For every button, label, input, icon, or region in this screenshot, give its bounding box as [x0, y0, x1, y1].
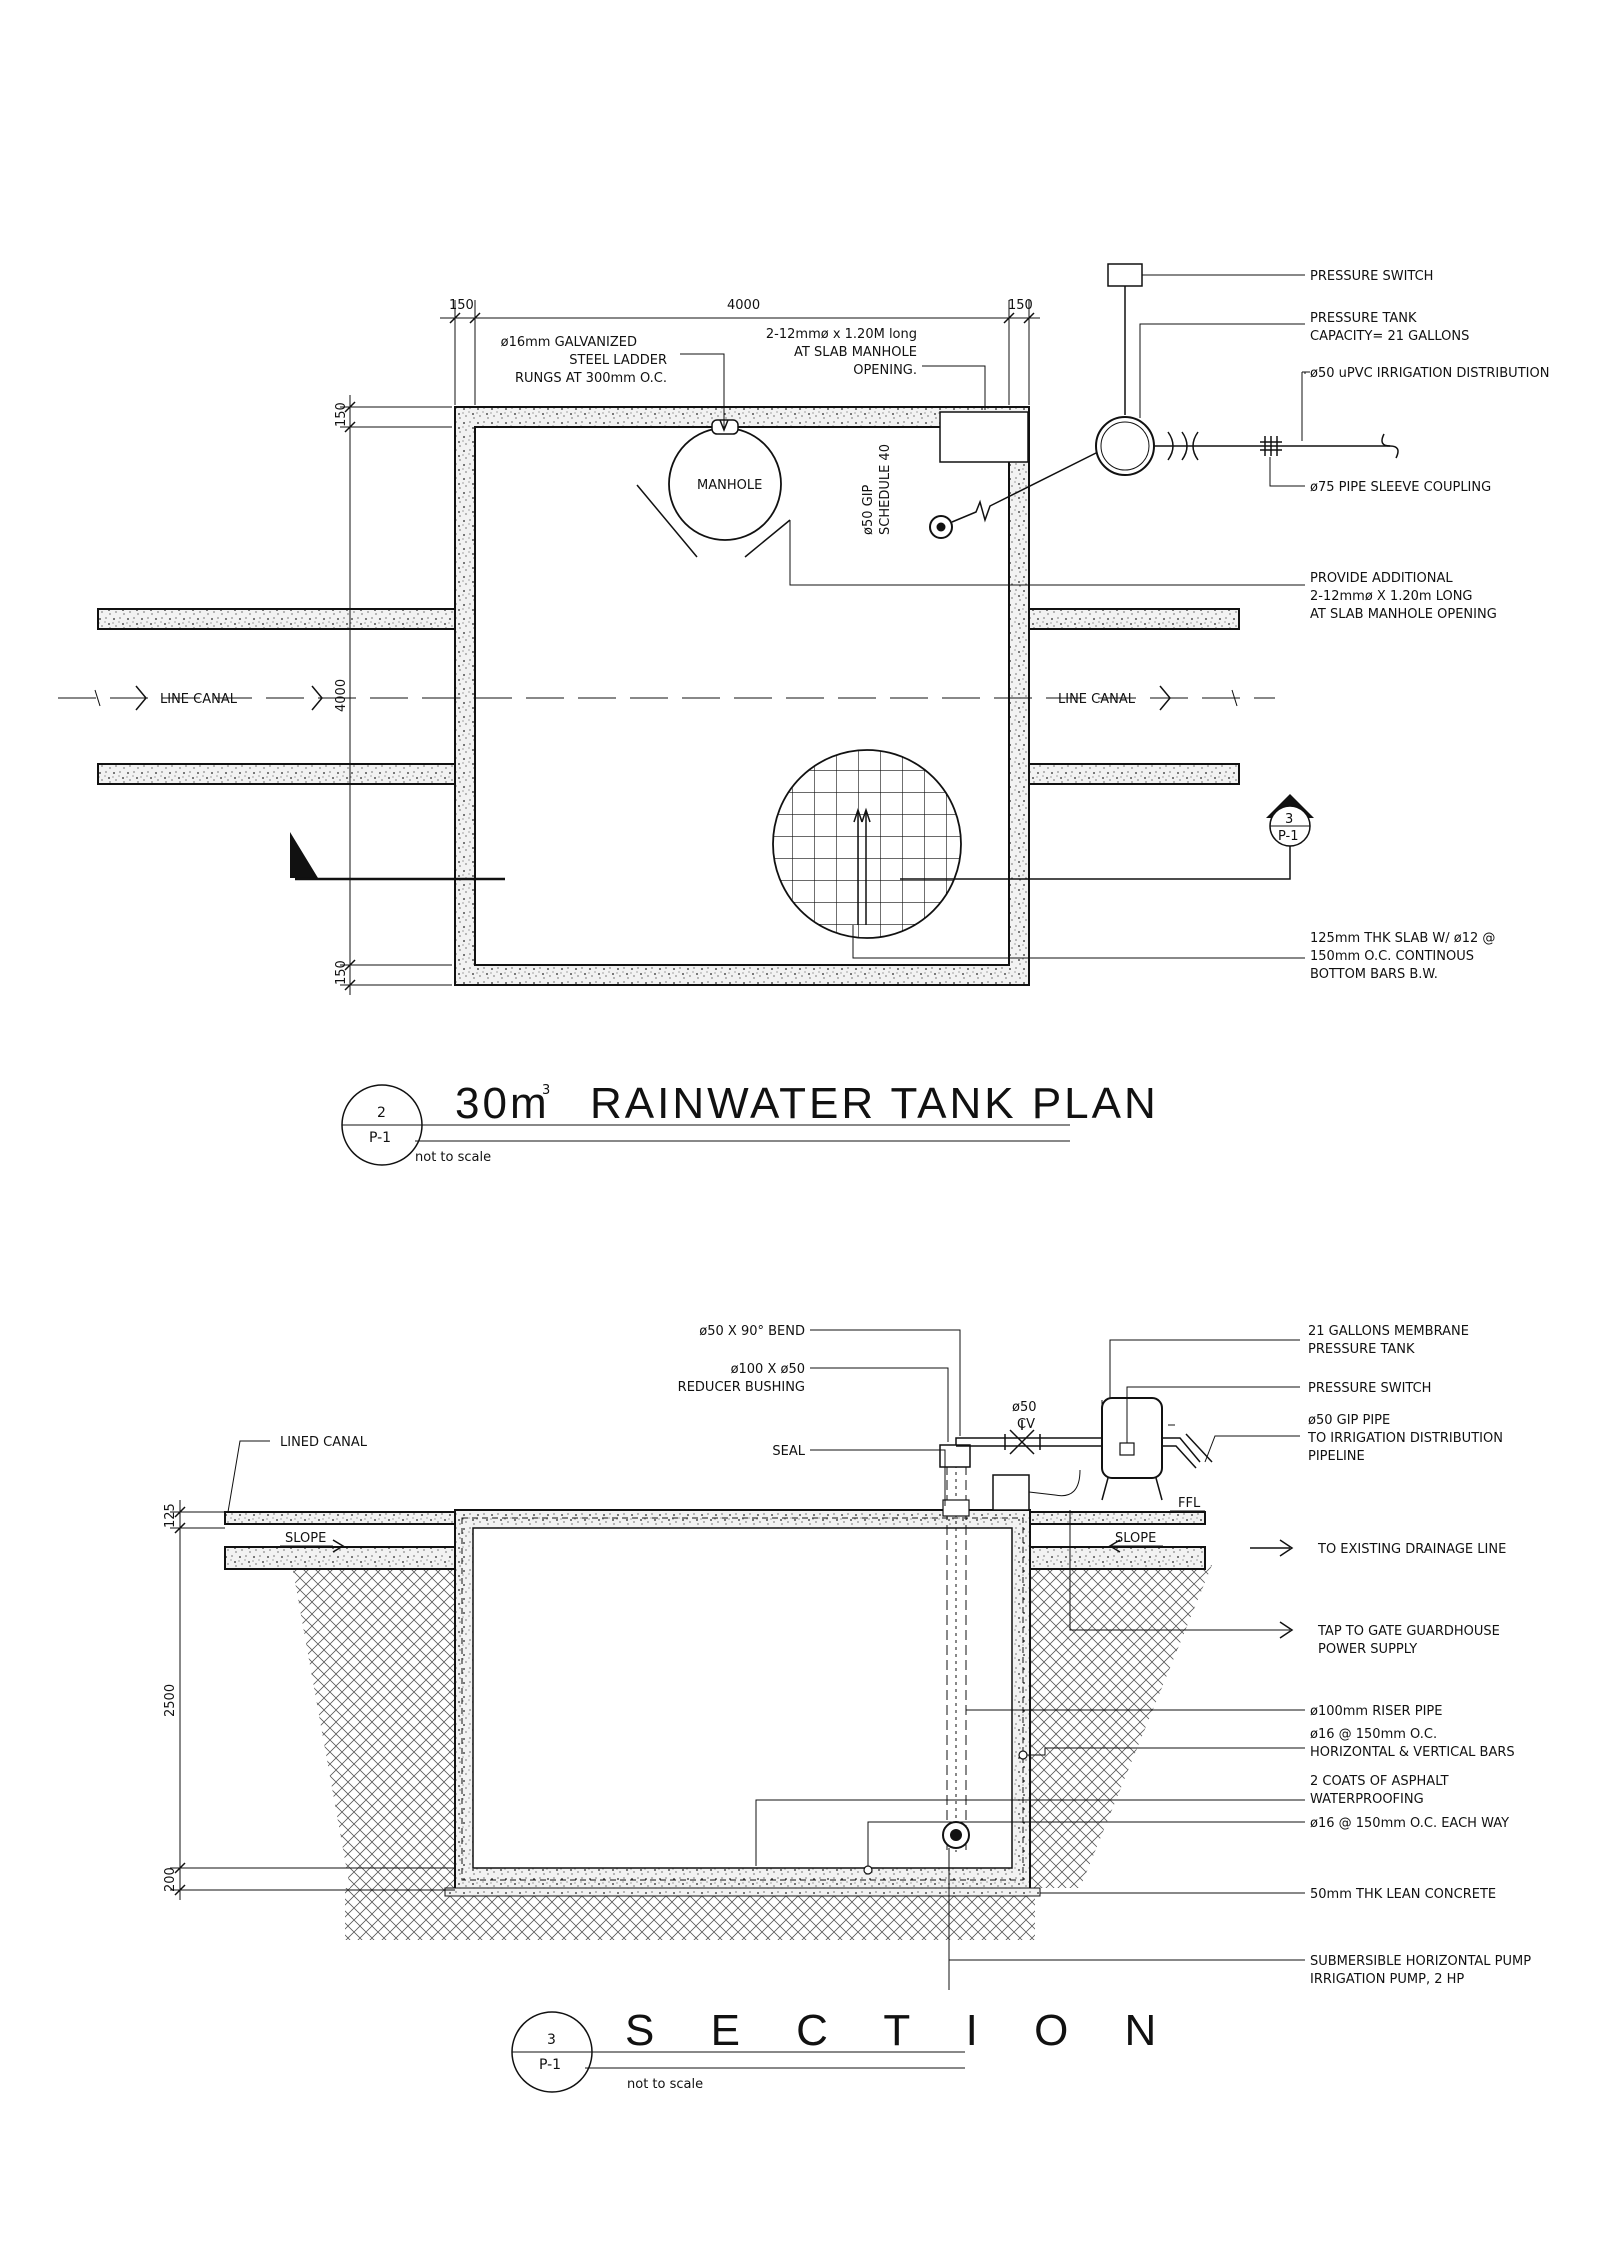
callout-asphalt-1: 2 COATS OF ASPHALT [1310, 1774, 1449, 1789]
dim-sec-bot: 200 [163, 1867, 178, 1892]
section-marker-num: 3 [1285, 812, 1293, 827]
plan-pressure-system [1095, 263, 1399, 487]
callout-drainage: TO EXISTING DRAINAGE LINE [1317, 1542, 1506, 1557]
callout-membrane-1: 21 GALLONS MEMBRANE [1308, 1324, 1469, 1339]
callout-slab-open-1: 2-12mmø x 1.20M long [766, 327, 917, 342]
callout-sleeve: ø75 PIPE SLEEVE COUPLING [1310, 480, 1491, 495]
callout-additional-2: 2-12mmø X 1.20m LONG [1310, 589, 1473, 604]
section-title: S E C T I O N [625, 2006, 1178, 2055]
canal-right [1028, 608, 1240, 785]
callout-bend: ø50 X 90° BEND [699, 1324, 805, 1339]
cv-label-1: ø50 [1012, 1400, 1037, 1415]
callout-each-way: ø16 @ 150mm O.C. EACH WAY [1310, 1816, 1509, 1831]
section-marker-sheet: P-1 [1278, 829, 1299, 844]
section-pressure-tank [1101, 1397, 1175, 1501]
callout-slab-2: 150mm O.C. CONTINOUS [1310, 949, 1474, 964]
soil [292, 1565, 1212, 1940]
dim-left-bot: 150 [334, 960, 349, 985]
dim-sec-top: 125 [163, 1503, 178, 1528]
callout-slab-open-2: AT SLAB MANHOLE [794, 345, 917, 360]
gip-label-1: ø50 GIP [861, 484, 876, 535]
slope-left: SLOPE [285, 1531, 326, 1546]
grated-opening [772, 749, 962, 939]
section-ref-num: 3 [547, 2032, 556, 2048]
manhole-label: MANHOLE [697, 478, 762, 493]
plan-ref-sheet: P-1 [369, 1130, 391, 1146]
callout-reducer-1: ø100 X ø50 [731, 1362, 805, 1377]
callout-reducer-2: REDUCER BUSHING [678, 1380, 805, 1395]
callout-pressure-switch-sec: PRESSURE SWITCH [1308, 1381, 1431, 1396]
section-title-block: 3 P-1 S E C T I O N not to scale [511, 2006, 1178, 2093]
callout-lean: 50mm THK LEAN CONCRETE [1310, 1887, 1496, 1902]
plan-title-rest: RAINWATER TANK PLAN [590, 1079, 1159, 1128]
callout-additional-3: AT SLAB MANHOLE OPENING [1310, 607, 1497, 622]
manhole: MANHOLE [636, 419, 791, 558]
plan-view: LINE CANAL LINE CANAL 150 4000 150 150 4… [58, 263, 1549, 1166]
callout-pressure-tank-2: CAPACITY= 21 GALLONS [1310, 329, 1469, 344]
callout-ladder-1: ø16mm GALVANIZED [501, 335, 637, 350]
ffl-label: FFL [1178, 1496, 1201, 1511]
callout-gip-2: TO IRRIGATION DISTRIBUTION [1307, 1431, 1503, 1446]
section-subtitle: not to scale [627, 2077, 703, 2092]
plan-title-block: 2 P-1 30m 3 RAINWATER TANK PLAN not to s… [341, 1079, 1159, 1166]
callout-ladder-2: STEEL LADDER [569, 353, 667, 368]
callout-lined-canal: LINED CANAL [280, 1435, 368, 1450]
dim-sec-mid: 2500 [163, 1684, 178, 1717]
plan-dimensions-left: 150 4000 150 [334, 395, 452, 995]
section-tank-walls [444, 1509, 1041, 1897]
section-cut-line: 3 P-1 [290, 794, 1314, 881]
canal-left [97, 608, 456, 785]
callout-gip-1: ø50 GIP PIPE [1308, 1413, 1390, 1428]
riser-pipe [863, 1444, 1028, 1990]
canal-left-label: LINE CANAL [160, 692, 238, 707]
plan-title-sup: 3 [542, 1083, 550, 1098]
callout-seal: SEAL [772, 1444, 805, 1459]
callout-pressure-switch: PRESSURE SWITCH [1310, 269, 1433, 284]
plan-dimensions-top: 150 4000 150 [440, 298, 1040, 405]
callout-asphalt-2: WATERPROOFING [1310, 1792, 1424, 1807]
callout-slab-open-3: OPENING. [853, 363, 917, 378]
callout-ladder-3: RUNGS AT 300mm O.C. [515, 371, 667, 386]
callout-additional-1: PROVIDE ADDITIONAL [1310, 571, 1453, 586]
section-dimensions: 125 2500 200 [163, 1500, 455, 1900]
dim-left-mid: 4000 [334, 679, 349, 712]
slope-right: SLOPE [1115, 1531, 1156, 1546]
plan-subtitle: not to scale [415, 1150, 491, 1165]
section-ref-sheet: P-1 [539, 2057, 561, 2073]
callout-irrigation: ø50 uPVC IRRIGATION DISTRIBUTION [1310, 366, 1549, 381]
dim-top-mid: 4000 [727, 298, 760, 313]
canal-right-label: LINE CANAL [1058, 692, 1136, 707]
callout-power-1: TAP TO GATE GUARDHOUSE [1317, 1624, 1500, 1639]
callout-membrane-2: PRESSURE TANK [1308, 1342, 1415, 1357]
section-view: SLOPE SLOPE FFL 125 2500 200 LINED CANAL [163, 1324, 1531, 2093]
plan-title-num: 30m [455, 1079, 550, 1128]
callout-bars-2: HORIZONTAL & VERTICAL BARS [1310, 1745, 1515, 1760]
callout-pressure-tank-1: PRESSURE TANK [1310, 311, 1417, 326]
callout-slab-3: BOTTOM BARS B.W. [1310, 967, 1438, 982]
gip-label-2: SCHEDULE 40 [878, 444, 893, 535]
cv-label-2: CV [1017, 1417, 1035, 1432]
callout-pump-1: SUBMERSIBLE HORIZONTAL PUMP [1310, 1954, 1531, 1969]
callout-gip-3: PIPELINE [1308, 1449, 1365, 1464]
dim-left-top: 150 [334, 402, 349, 427]
callout-power-2: POWER SUPPLY [1318, 1642, 1417, 1657]
callout-slab-1: 125mm THK SLAB W/ ø12 @ [1310, 931, 1495, 946]
callout-bars-1: ø16 @ 150mm O.C. [1310, 1727, 1437, 1742]
plan-ref-num: 2 [377, 1105, 386, 1121]
callout-pump-2: IRRIGATION PUMP, 2 HP [1310, 1972, 1464, 1987]
callout-riser: ø100mm RISER PIPE [1310, 1704, 1442, 1719]
section-pipework: ø50 CV [955, 1400, 1213, 1511]
plan-gip-pipe: ø50 GIP SCHEDULE 40 [861, 444, 1111, 539]
dim-top-right: 150 [1008, 298, 1033, 313]
dim-top-left: 150 [449, 298, 474, 313]
